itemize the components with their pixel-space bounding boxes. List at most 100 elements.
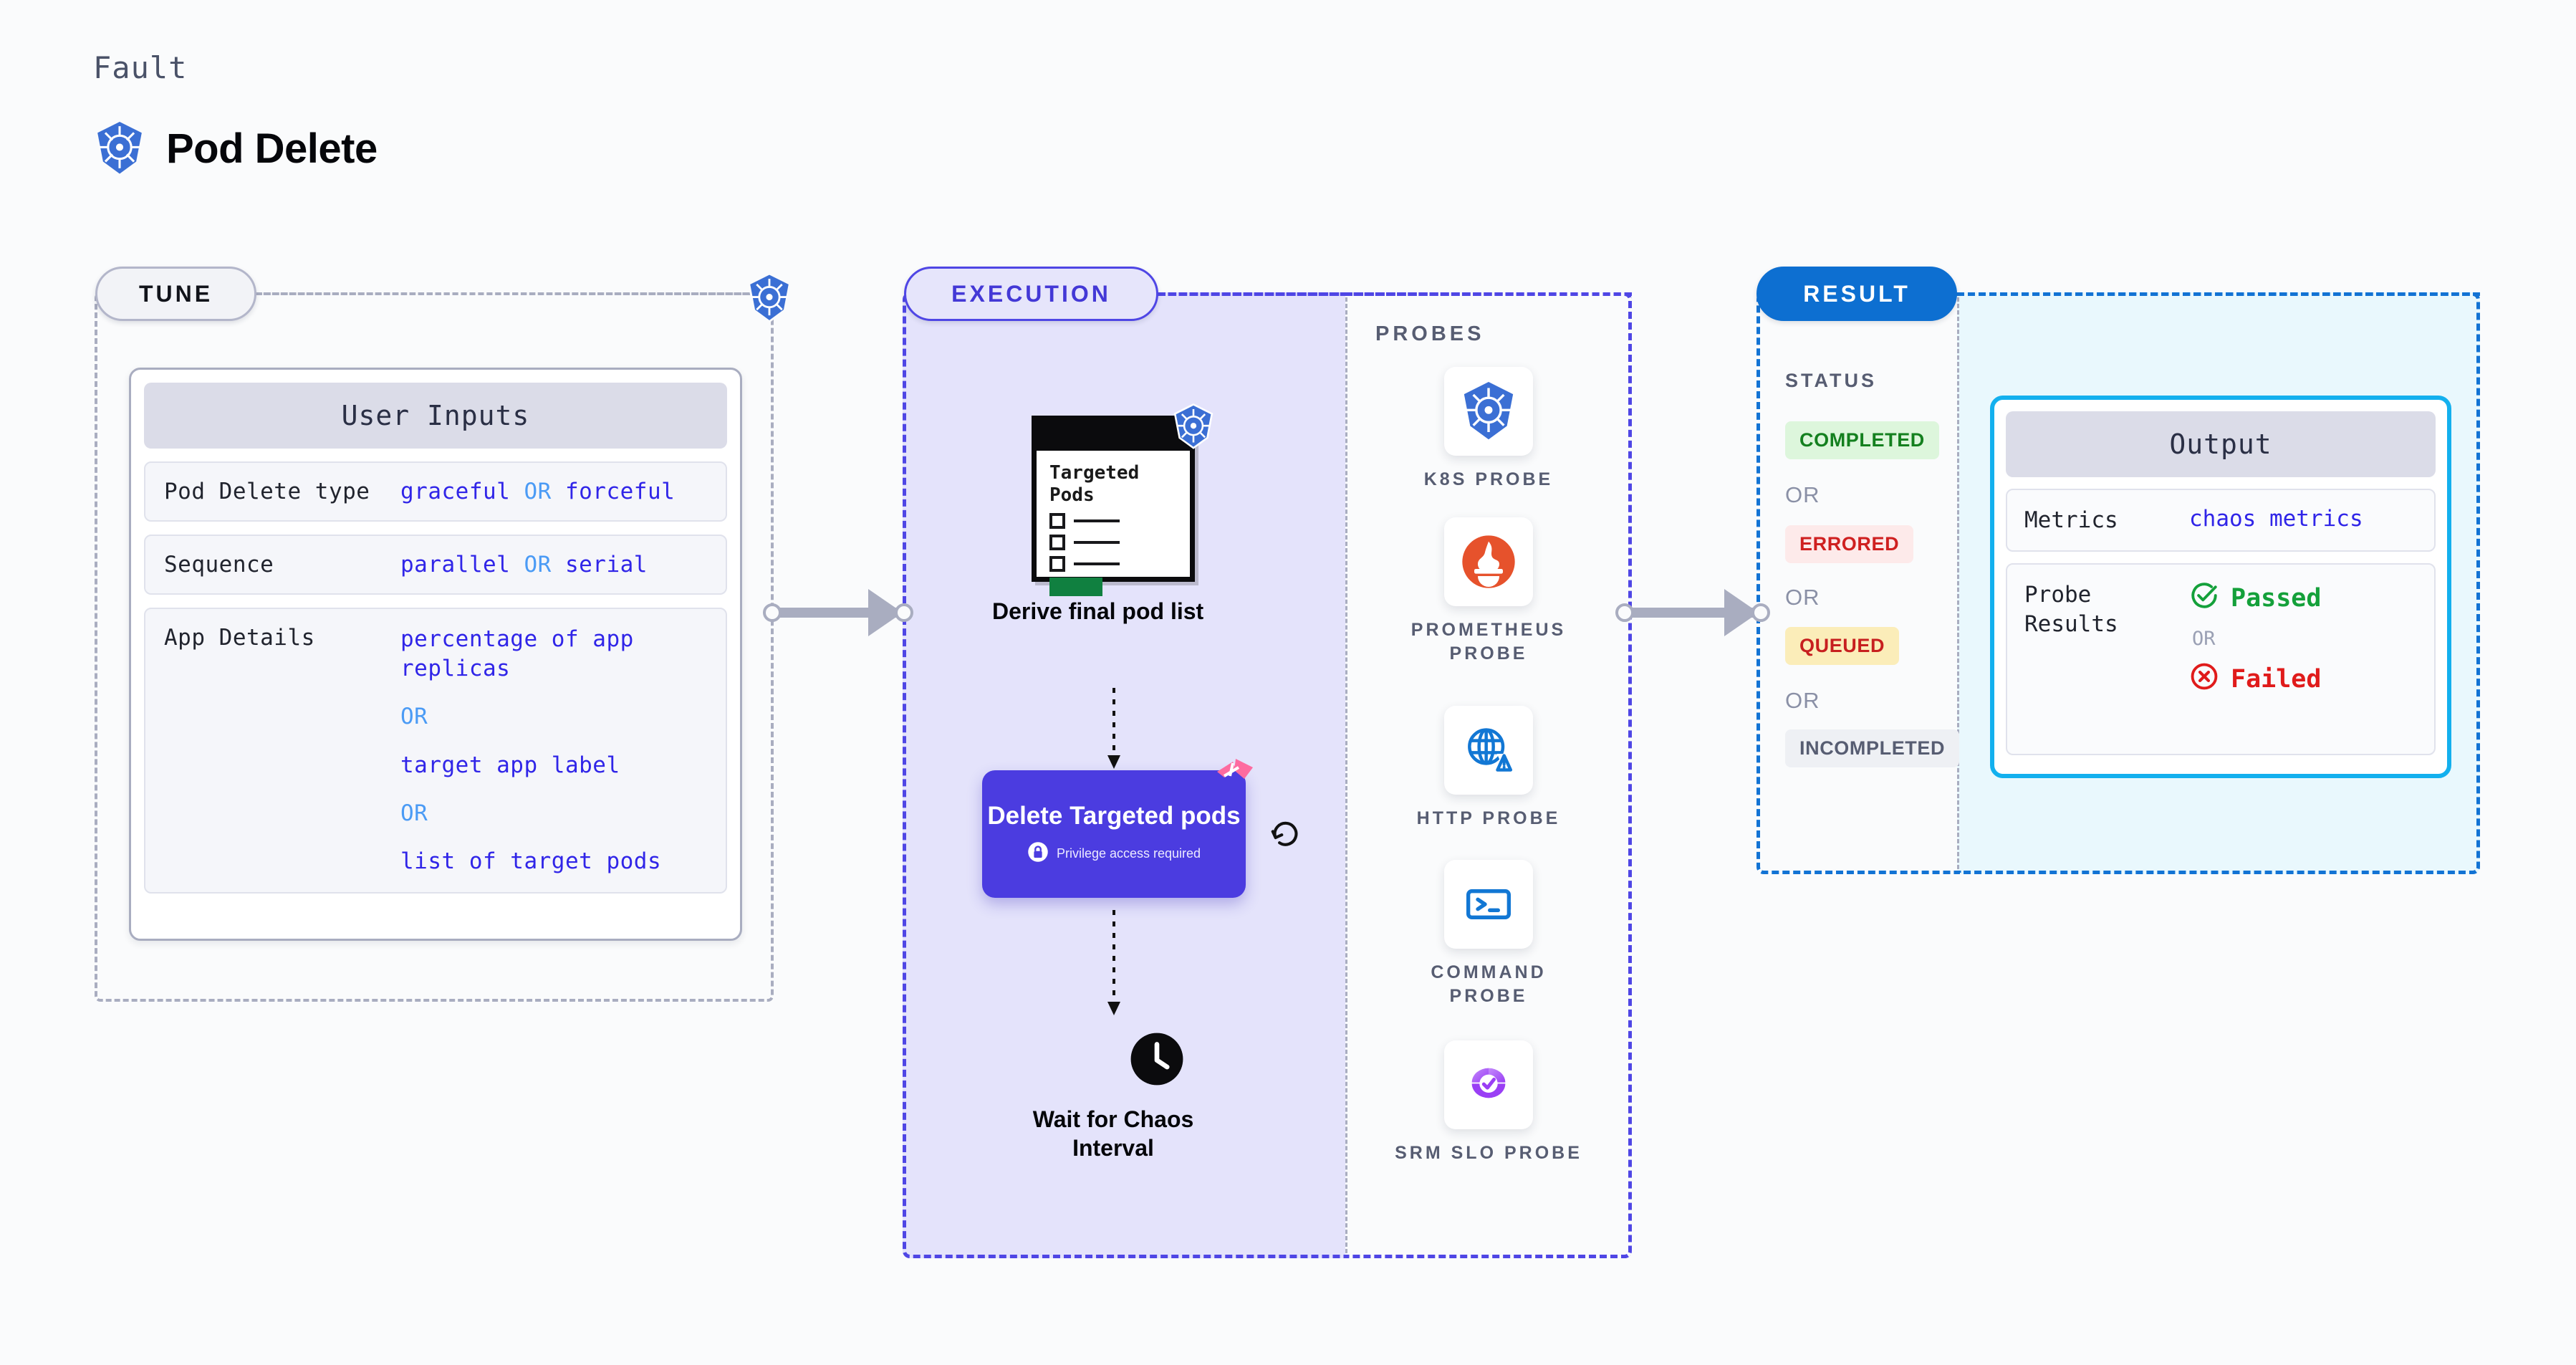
terminal-icon [1444, 860, 1533, 949]
or-separator: OR [1785, 688, 1820, 713]
fault-eyebrow: Fault [93, 50, 188, 85]
row-value: chaos metrics [2189, 506, 2363, 532]
row-value: percentage of app replicas OR target app… [400, 625, 707, 876]
probe-label: PROMETHEUS PROBE [1410, 620, 1567, 664]
or-separator: OR [524, 479, 552, 504]
user-inputs-card: User Inputs Pod Delete type graceful OR … [129, 368, 742, 941]
probe-prometheus[interactable]: PROMETHEUS PROBE [1388, 517, 1589, 665]
node-caption: Wait for Chaos Interval [1032, 1106, 1194, 1161]
placeholder-line [1074, 562, 1120, 566]
row-value: parallel OR serial [400, 552, 648, 578]
flow-arrow [1107, 910, 1120, 1015]
tune-top-edge [256, 292, 774, 295]
tune-badge[interactable]: TUNE [95, 267, 256, 321]
probe-srm-slo[interactable]: SRM SLO PROBE [1388, 1040, 1589, 1165]
placeholder-line [1074, 541, 1120, 545]
failed-label: Failed [2231, 665, 2322, 694]
probe-label: HTTP PROBE [1416, 808, 1561, 828]
status-badge-incompleted: INCOMPLETED [1785, 729, 1960, 767]
probe-k8s[interactable]: K8S PROBE [1388, 367, 1589, 492]
lock-icon [1027, 841, 1049, 866]
node-delete-targeted-pods[interactable]: Delete Targeted pods Privilege access re… [982, 759, 1253, 898]
kubernetes-icon [93, 120, 146, 176]
probe-result-failed: Failed [2189, 661, 2321, 697]
chaos-ribbon-icon [1214, 757, 1256, 797]
result-status-panel [1756, 292, 1959, 874]
clock-icon [1130, 1033, 1184, 1089]
probe-label: K8S PROBE [1423, 469, 1554, 489]
list-item [1049, 535, 1177, 551]
probes-heading: PROBES [1375, 322, 1485, 345]
probe-command[interactable]: COMMAND PROBE [1388, 860, 1589, 1007]
row-label: Sequence [164, 552, 274, 578]
table-row: Sequence parallel OR serial [144, 535, 727, 595]
prometheus-icon [1444, 517, 1533, 606]
probe-label: COMMAND PROBE [1431, 962, 1547, 1006]
table-row: Pod Delete type graceful OR forceful [144, 461, 727, 522]
probe-http[interactable]: HTTP PROBE [1388, 706, 1589, 830]
value-option: list of target pods [400, 848, 662, 875]
status-badge-completed: COMPLETED [1785, 421, 1939, 459]
status-heading: STATUS [1785, 370, 1877, 391]
or-separator: OR [400, 800, 428, 826]
checkbox-icon [1049, 535, 1065, 551]
refresh-loop-icon[interactable] [1269, 817, 1301, 852]
status-badge-errored: ERRORED [1785, 525, 1914, 563]
status-badge-queued: QUEUED [1785, 627, 1900, 665]
check-circle-icon [2189, 580, 2219, 616]
privilege-note: Privilege access required [1027, 841, 1201, 866]
node-wait-for-chaos-interval[interactable]: Wait for Chaos Interval [1033, 1032, 1228, 1162]
or-separator: OR [1785, 482, 1820, 507]
value-option: percentage of app replicas [400, 626, 634, 682]
srm-slo-icon [1444, 1040, 1533, 1129]
targeted-pods-document: Targeted Pods [1032, 403, 1213, 597]
flow-arrow [1107, 688, 1120, 769]
connector-tune-execution [763, 588, 913, 638]
checkbox-icon [1049, 556, 1065, 573]
probe-result-passed: Passed [2189, 580, 2321, 616]
or-separator: OR [400, 704, 428, 730]
result-top-edge [1957, 292, 2480, 296]
row-label: Pod Delete type [164, 479, 370, 504]
checkbox-list [1049, 513, 1177, 597]
or-separator: OR [524, 552, 552, 578]
user-inputs-title: User Inputs [144, 383, 727, 449]
node-derive-pod-list[interactable]: Targeted Pods [992, 403, 1213, 626]
row-label: App Details [164, 625, 315, 651]
x-circle-icon [2189, 661, 2219, 697]
globe-alert-icon [1444, 706, 1533, 795]
placeholder-line [1074, 519, 1120, 523]
privilege-text: Privilege access required [1056, 846, 1201, 861]
list-item [1049, 513, 1177, 530]
or-separator: OR [2192, 628, 2216, 651]
row-label: Metrics [2024, 507, 2118, 533]
checkbox-icon [1049, 513, 1065, 530]
result-badge[interactable]: RESULT [1756, 267, 1957, 321]
kubernetes-icon [1171, 403, 1216, 454]
table-row: Metrics chaos metrics [2006, 489, 2436, 552]
list-item [1049, 556, 1177, 573]
progress-bar [1049, 578, 1102, 597]
output-title: Output [2006, 411, 2436, 477]
page-title: Pod Delete [166, 125, 378, 172]
probe-result-values: Passed OR Failed [2189, 580, 2321, 697]
node-title: Delete Targeted pods [987, 802, 1241, 830]
probe-label: SRM SLO PROBE [1395, 1143, 1582, 1163]
fault-title-row: Pod Delete [93, 120, 378, 176]
passed-label: Passed [2231, 584, 2322, 613]
kubernetes-icon [745, 272, 794, 327]
node-caption: Derive final pod list [992, 598, 1204, 624]
document-titlebar [1037, 421, 1190, 451]
execution-badge[interactable]: EXECUTION [904, 267, 1158, 321]
probes-divider [1345, 297, 1347, 1253]
or-separator: OR [1785, 585, 1820, 610]
execution-top-edge [1158, 292, 1632, 296]
kubernetes-icon [1444, 367, 1533, 456]
row-value: graceful OR forceful [400, 479, 676, 504]
connector-execution-result [1615, 588, 1773, 638]
value-option: target app label [400, 752, 620, 778]
